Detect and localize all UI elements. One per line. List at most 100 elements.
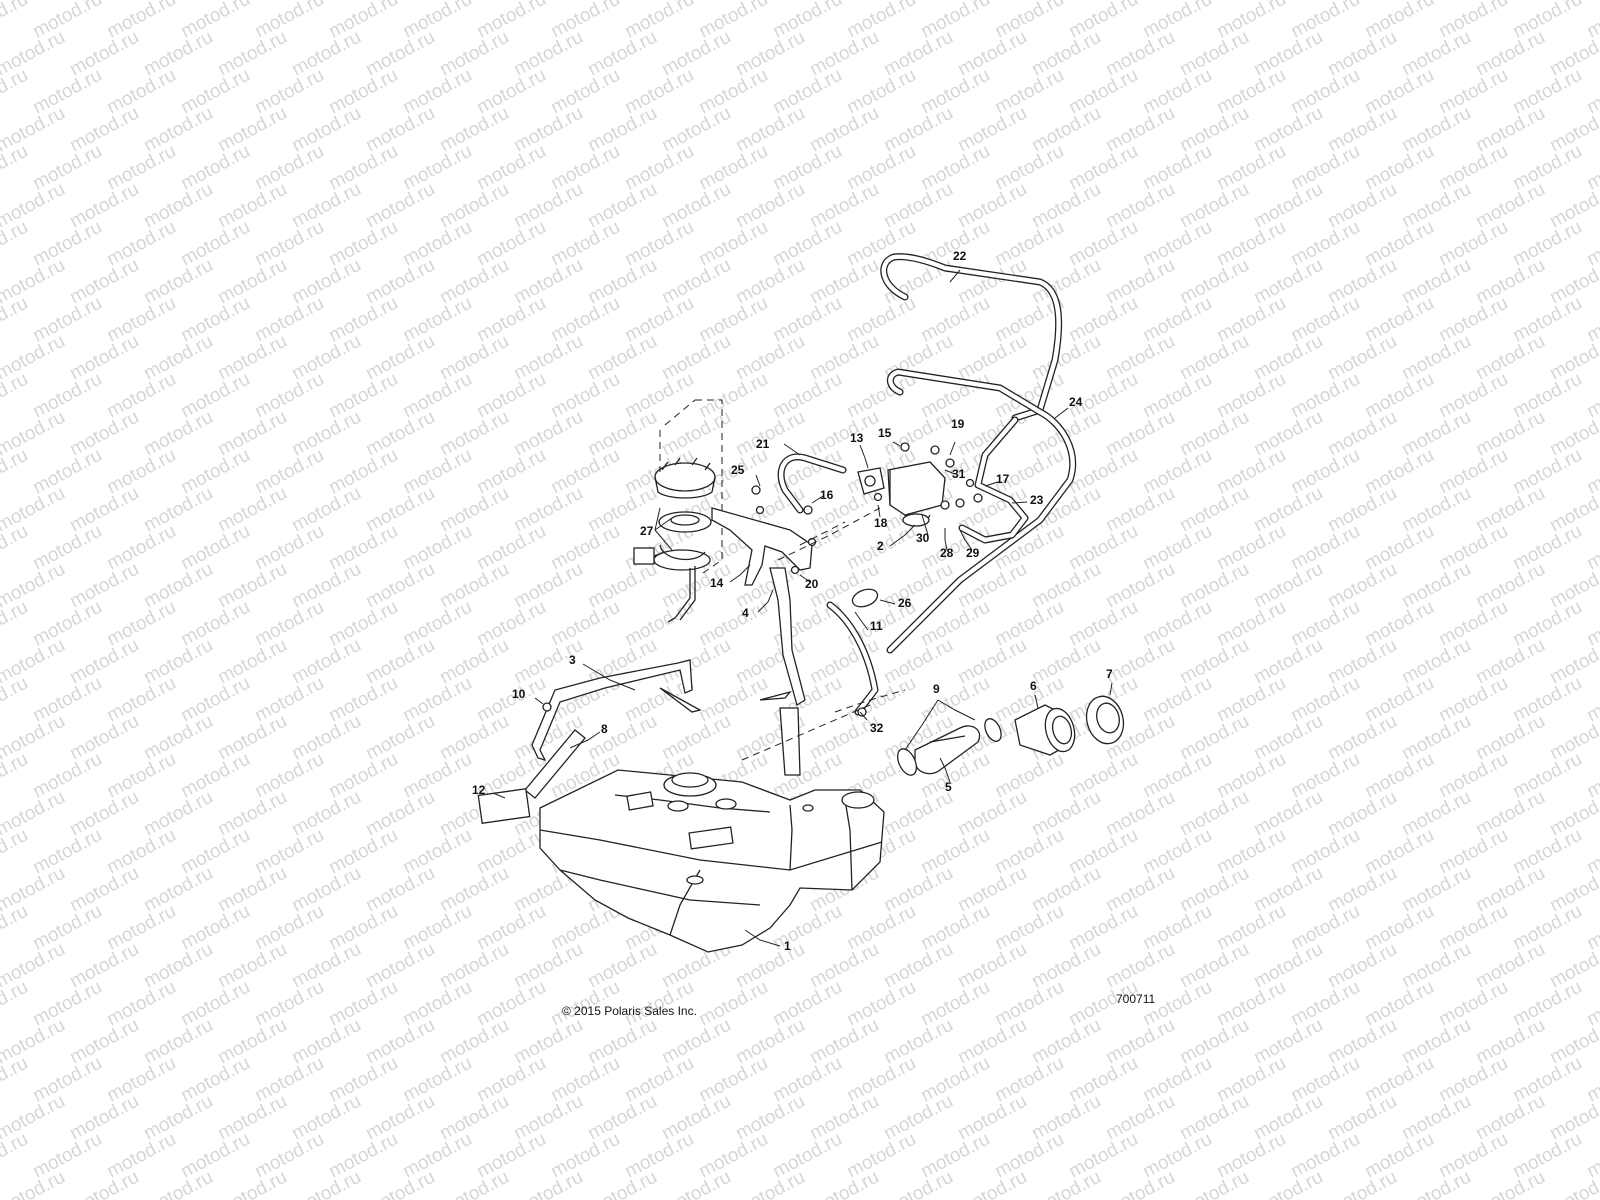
watermark: motod.ru	[362, 483, 438, 537]
watermark: motod.ru	[362, 559, 438, 613]
watermark: motod.ru	[436, 711, 512, 765]
watermark: motod.ru	[436, 103, 512, 157]
watermark: motod.ru	[177, 901, 253, 955]
watermark: motod.ru	[1472, 787, 1548, 841]
watermark: motod.ru	[140, 483, 216, 537]
watermark: motod.ru	[1472, 711, 1548, 765]
watermark: motod.ru	[29, 293, 105, 347]
watermark: motod.ru	[1287, 1129, 1363, 1183]
callout-11: 11	[870, 619, 883, 633]
watermark: motod.ru	[954, 1091, 1030, 1145]
watermark: motod.ru	[436, 1015, 512, 1069]
watermark: motod.ru	[251, 901, 327, 955]
watermark: motod.ru	[658, 711, 734, 765]
watermark: motod.ru	[843, 1053, 919, 1107]
callout-20: 20	[805, 577, 819, 591]
watermark: motod.ru	[1472, 179, 1548, 233]
watermark: motod.ru	[843, 217, 919, 271]
watermark: motod.ru	[103, 749, 179, 803]
watermark: motod.ru	[1250, 635, 1326, 689]
watermark: motod.ru	[991, 1053, 1067, 1107]
watermark: motod.ru	[66, 559, 142, 613]
watermark: motod.ru	[362, 255, 438, 309]
watermark: motod.ru	[473, 65, 549, 119]
callout-22: 22	[953, 249, 967, 263]
watermark: motod.ru	[473, 369, 549, 423]
watermark: motod.ru	[140, 711, 216, 765]
watermark: motod.ru	[806, 255, 882, 309]
watermark: motod.ru	[0, 825, 32, 879]
watermark: motod.ru	[140, 1091, 216, 1145]
watermark: motod.ru	[251, 141, 327, 195]
watermark: motod.ru	[399, 445, 475, 499]
watermark: motod.ru	[1398, 635, 1474, 689]
watermark: motod.ru	[103, 293, 179, 347]
strap-tip-left	[659, 687, 702, 713]
watermark: motod.ru	[1509, 445, 1585, 499]
watermark: motod.ru	[29, 901, 105, 955]
watermark: motod.ru	[436, 1091, 512, 1145]
watermark: motod.ru	[510, 1015, 586, 1069]
watermark: motod.ru	[806, 711, 882, 765]
callout-14: 14	[710, 576, 724, 590]
watermark: motod.ru	[436, 1167, 512, 1200]
watermark: motod.ru	[806, 103, 882, 157]
watermark: motod.ru	[140, 255, 216, 309]
watermark: motod.ru	[1398, 711, 1474, 765]
watermark: motod.ru	[1287, 597, 1363, 651]
watermark: motod.ru	[362, 1091, 438, 1145]
watermark: motod.ru	[1398, 939, 1474, 993]
watermark: motod.ru	[473, 1053, 549, 1107]
watermark: motod.ru	[399, 597, 475, 651]
watermark: motod.ru	[0, 65, 32, 119]
watermark: motod.ru	[1361, 825, 1437, 879]
watermark: motod.ru	[1102, 1015, 1178, 1069]
callout-19: 19	[951, 417, 965, 431]
watermark: motod.ru	[547, 293, 623, 347]
watermark: motod.ru	[288, 255, 364, 309]
watermark: motod.ru	[1139, 445, 1215, 499]
watermark: motod.ru	[399, 1053, 475, 1107]
watermark: motod.ru	[399, 217, 475, 271]
watermark: motod.ru	[1213, 369, 1289, 423]
watermark: motod.ru	[0, 445, 32, 499]
watermark: motod.ru	[140, 787, 216, 841]
watermark: motod.ru	[399, 521, 475, 575]
watermark: motod.ru	[103, 673, 179, 727]
watermark: motod.ru	[1398, 483, 1474, 537]
watermark: motod.ru	[584, 103, 660, 157]
watermark: motod.ru	[1139, 369, 1215, 423]
watermark: motod.ru	[473, 977, 549, 1031]
watermark: motod.ru	[436, 255, 512, 309]
watermark: motod.ru	[325, 445, 401, 499]
watermark: motod.ru	[621, 1053, 697, 1107]
watermark: motod.ru	[436, 939, 512, 993]
watermark: motod.ru	[251, 977, 327, 1031]
callout-3: 3	[569, 653, 576, 667]
watermark: motod.ru	[0, 901, 32, 955]
watermark: motod.ru	[1509, 673, 1585, 727]
watermark: motod.ru	[362, 939, 438, 993]
watermark: motod.ru	[1028, 939, 1104, 993]
watermark: motod.ru	[658, 179, 734, 233]
callout-6: 6	[1030, 679, 1037, 693]
watermark: motod.ru	[140, 939, 216, 993]
watermark: motod.ru	[140, 27, 216, 81]
watermark: motod.ru	[1435, 673, 1511, 727]
watermark: motod.ru	[1065, 217, 1141, 271]
watermark: motod.ru	[1324, 331, 1400, 385]
watermark: motod.ru	[325, 749, 401, 803]
watermark: motod.ru	[473, 521, 549, 575]
watermark: motod.ru	[177, 1053, 253, 1107]
watermark: motod.ru	[325, 1053, 401, 1107]
watermark: motod.ru	[621, 1129, 697, 1183]
hose-clamp-upper	[984, 718, 1002, 742]
watermark: motod.ru	[621, 293, 697, 347]
watermark: motod.ru	[1139, 65, 1215, 119]
watermark: motod.ru	[288, 331, 364, 385]
watermark: motod.ru	[732, 407, 808, 461]
vent-lines	[777, 253, 1077, 716]
callout-7: 7	[1106, 667, 1113, 681]
watermark: motod.ru	[880, 179, 956, 233]
watermark: motod.ru	[66, 179, 142, 233]
